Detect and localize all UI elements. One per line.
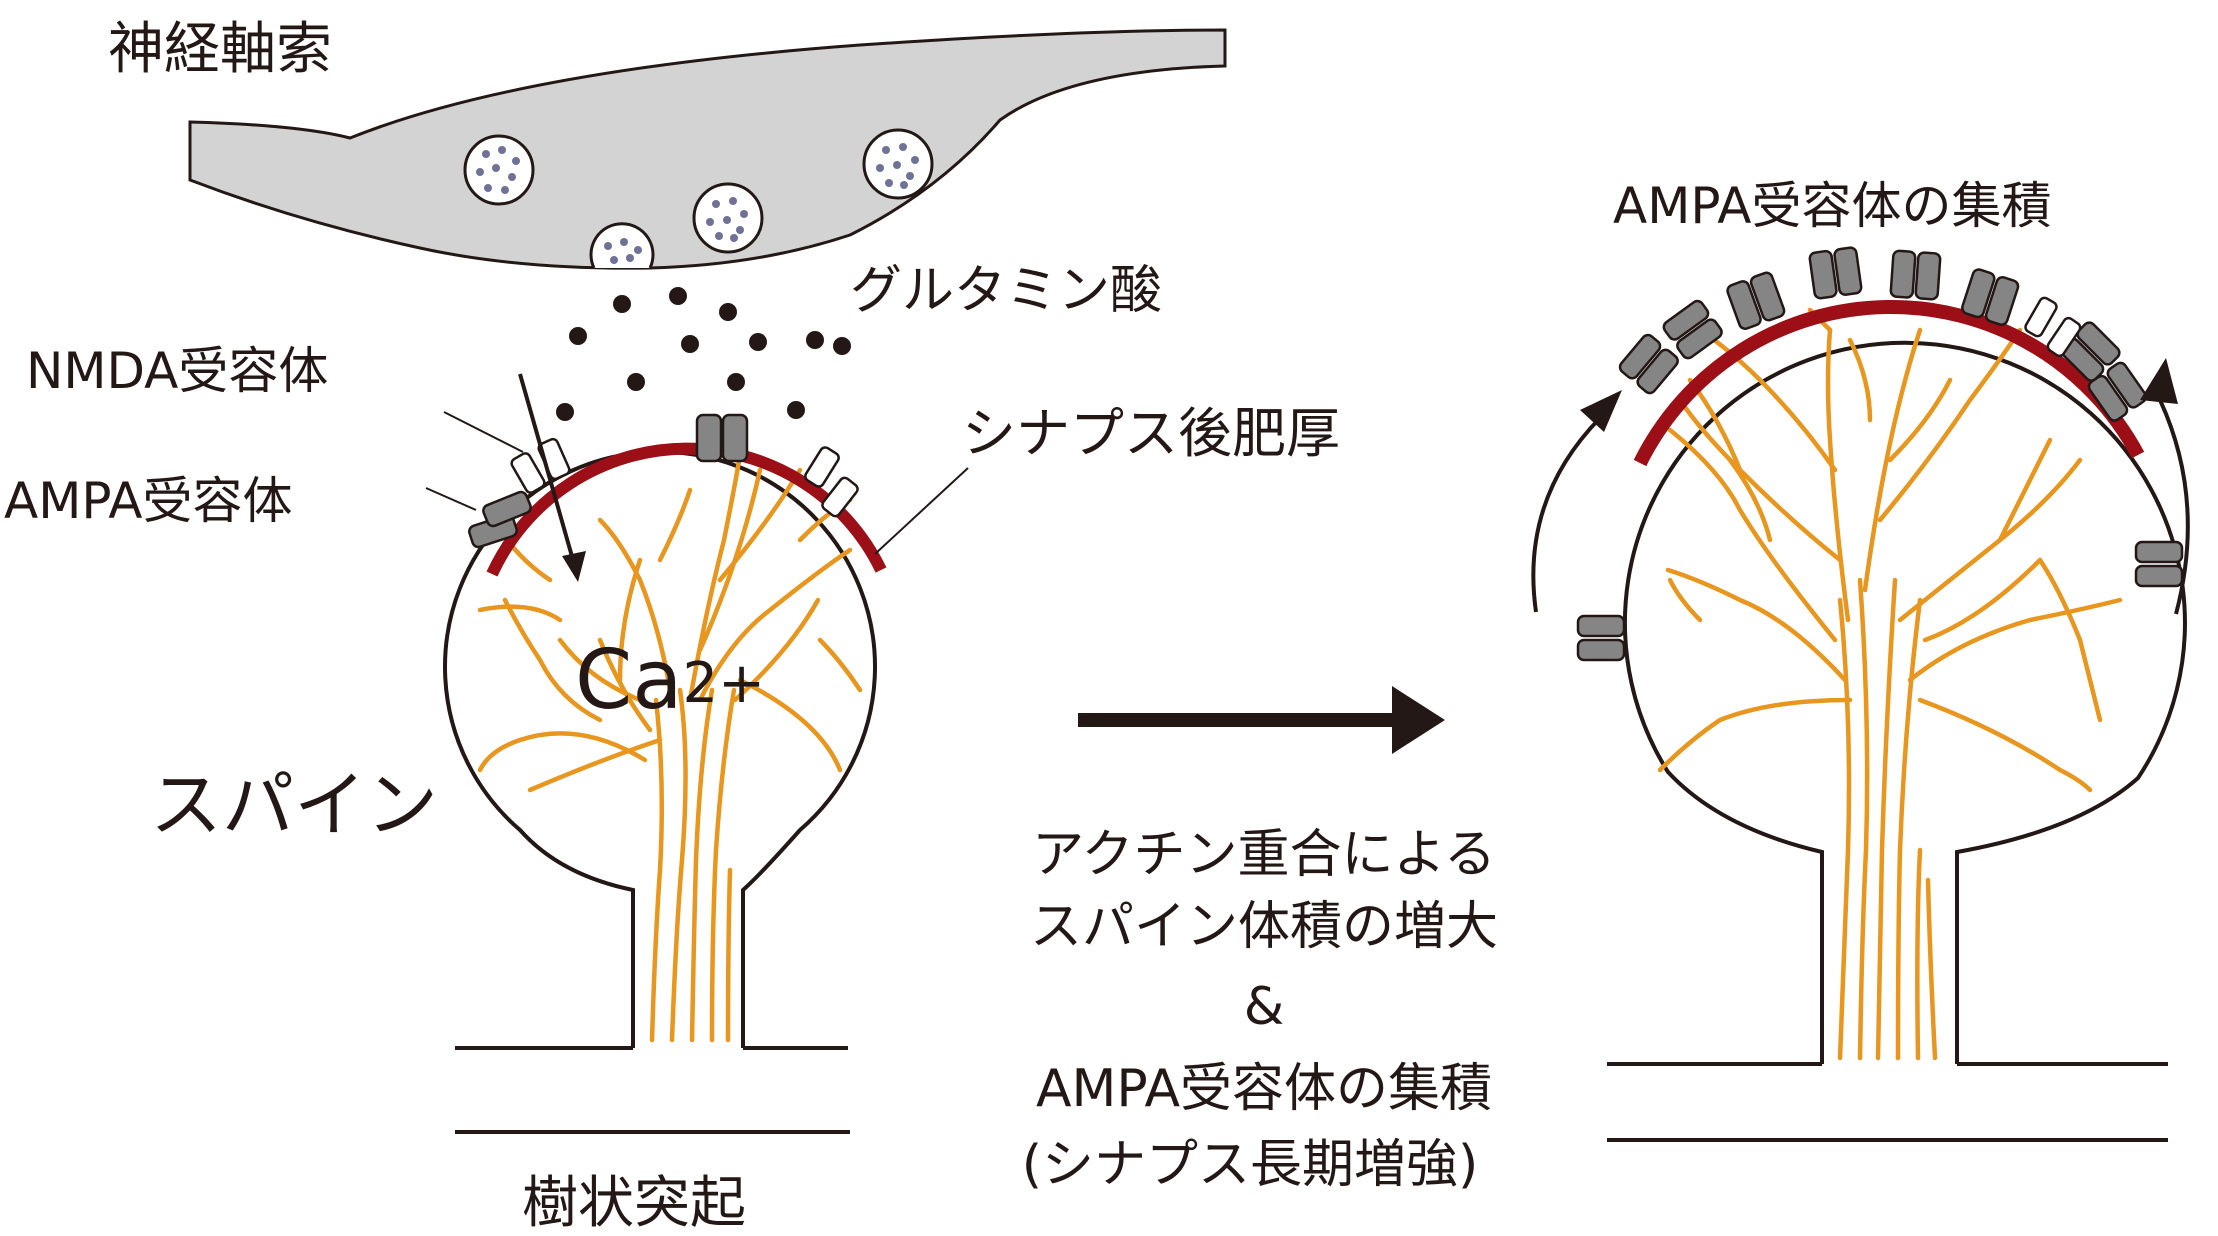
glutamate-label: グルタミン酸 [850, 261, 1162, 321]
axon-terminal [188, 28, 1227, 270]
spine-label: スパイン [150, 763, 438, 847]
lateral-diffusion-arrow-left [1531, 390, 1622, 613]
psd-label: シナプス後肥厚 [962, 402, 1340, 465]
vesicle [692, 182, 764, 254]
actin-filaments-after [1657, 307, 2123, 1061]
nmda-leader-line [443, 411, 524, 453]
caption-line-5: (シナプス長期増強) [1022, 1135, 1479, 1195]
actin-filaments-before [477, 452, 863, 1043]
dendrite-label: 樹状突起 [522, 1171, 746, 1236]
nmda-receptor [804, 446, 859, 518]
transition-arrow [1078, 686, 1445, 754]
synaptic-vesicles [463, 128, 934, 269]
calcium-charge: 2+ [683, 651, 766, 716]
glutamate-molecules [556, 287, 851, 421]
calcium-influx-arrow [518, 373, 586, 582]
vesicle [463, 134, 535, 206]
ampa-receptor [1576, 614, 1626, 662]
ampa-label: AMPA受容体 [4, 472, 293, 530]
ampa-cluster-label: AMPA受容体の集積 [1613, 177, 2052, 235]
vesicle [862, 128, 934, 200]
psd-after [1633, 299, 2145, 467]
ampa-receptor-cluster [1618, 246, 2148, 422]
ampa-leader-line [425, 487, 477, 511]
calcium-label: Ca2+ [575, 633, 765, 728]
fusing-vesicle [589, 222, 655, 269]
ampa-receptor [468, 490, 532, 549]
caption-line-4: AMPA受容体の集積 [1036, 1059, 1492, 1119]
caption-line-2: スパイン体積の増大 [1030, 897, 1498, 957]
caption-line-3: & [1244, 977, 1285, 1037]
process-caption: アクチン重合による スパイン体積の増大 & AMPA受容体の集積 (シナプス長期… [1022, 825, 1498, 1195]
nmda-label: NMDA受容体 [26, 342, 328, 400]
nmda-receptor [2024, 296, 2082, 358]
caption-line-1: アクチン重合による [1032, 825, 1496, 885]
axon-label: 神経軸索 [108, 17, 332, 82]
lateral-diffusion-arrow-right [2140, 358, 2190, 615]
nmda-receptor [510, 437, 571, 494]
calcium-symbol: Ca [575, 633, 683, 728]
ampa-receptor [695, 413, 749, 463]
psd-leader-line [874, 467, 969, 555]
